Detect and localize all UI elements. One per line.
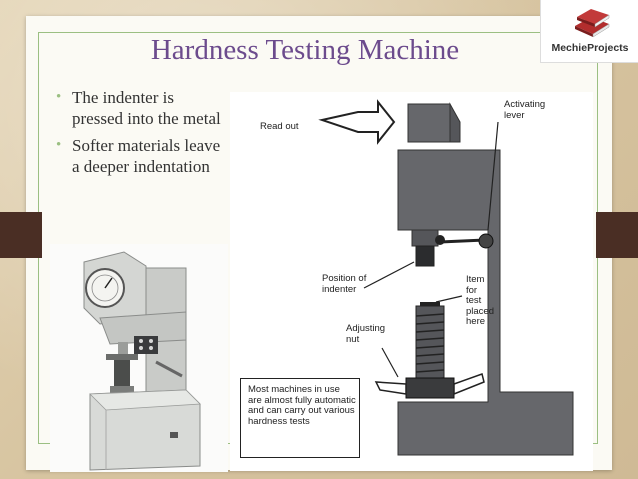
bullet-item: • Softer materials leave a deeper indent… <box>56 135 221 177</box>
bullet-list: • The indenter is pressed into the metal… <box>56 87 221 183</box>
label-position-of-indenter: Position of indenter <box>322 273 367 295</box>
right-edge-tab <box>596 212 638 258</box>
bullet-text: The indenter is pressed into the metal <box>72 88 221 128</box>
bullet-text: Softer materials leave a deeper indentat… <box>72 136 221 176</box>
note-text: Most machines in use are almost fully au… <box>248 384 356 427</box>
bullet-dot-icon: • <box>56 89 62 105</box>
bullet-dot-icon: • <box>56 137 62 153</box>
logo-text: MechieProjects <box>551 42 629 54</box>
books-icon <box>575 9 610 38</box>
machine-schematic <box>318 99 574 456</box>
logo: MechieProjects <box>540 0 638 63</box>
label-adjusting-nut: Adjusting nut <box>346 323 386 345</box>
label-read-out: Read out <box>260 121 299 132</box>
bullet-item: • The indenter is pressed into the metal <box>56 87 221 129</box>
slide-title: Hardness Testing Machine <box>150 34 460 66</box>
hardness-tester-diagram: Read out Activating lever Position of in… <box>230 92 593 471</box>
note-box: Most machines in use are almost fully au… <box>240 378 360 458</box>
tester-machine-illustration <box>83 251 201 471</box>
left-edge-tab <box>0 212 42 258</box>
label-activating-lever: Activating lever <box>504 99 546 121</box>
hardness-tester-photo <box>50 244 228 472</box>
label-item-for-test: Item for test placed here <box>466 274 494 327</box>
